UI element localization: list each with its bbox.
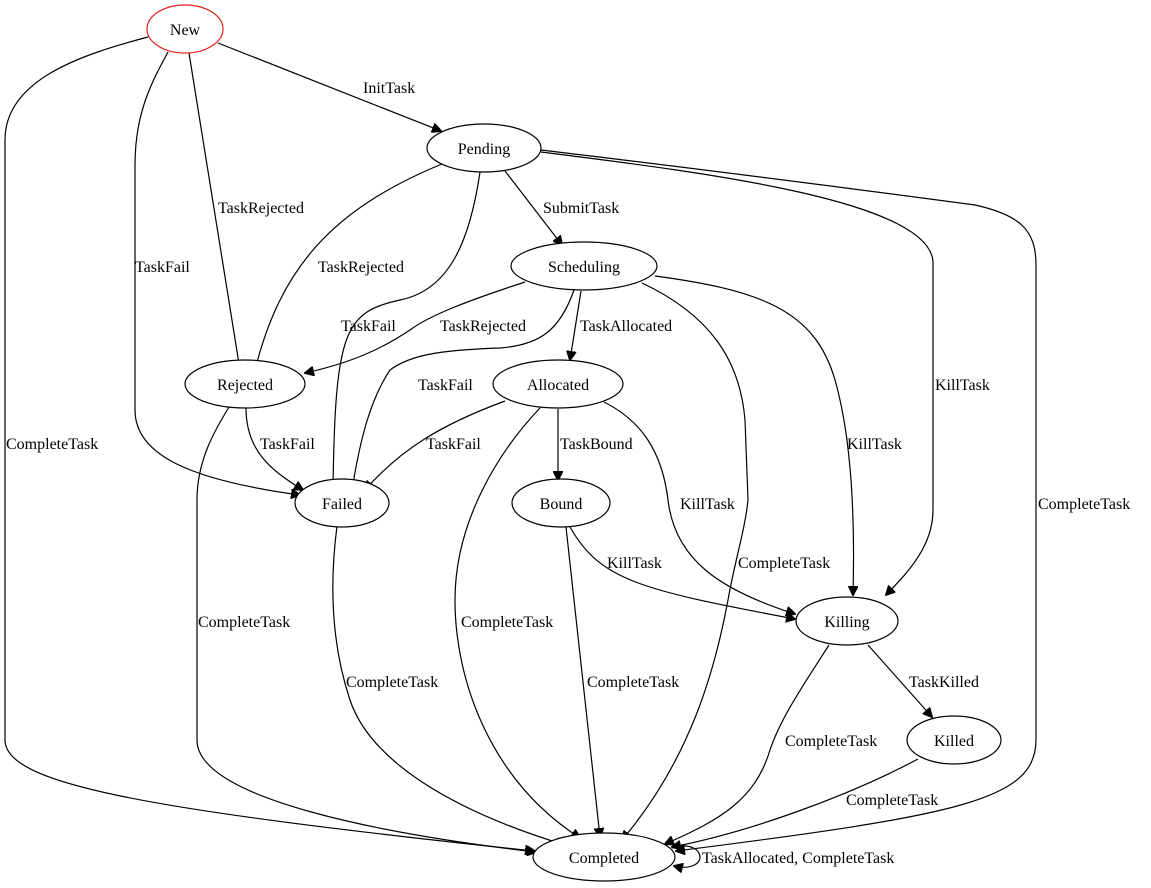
edge-scheduling-killing: KillTask: [654, 275, 902, 595]
node-shape: [146, 4, 224, 54]
edge-label: TaskAllocated, CompleteTask: [702, 850, 894, 867]
edge-label: TaskFail: [341, 318, 396, 335]
edge-label: CompleteTask: [1038, 496, 1130, 513]
edge-label: CompleteTask: [346, 674, 438, 691]
edge-killing-completed: CompleteTask: [665, 644, 877, 844]
node-failed[interactable]: Failed: [294, 478, 390, 528]
edge-pending-completed: CompleteTask: [540, 149, 1130, 851]
node-shape: [906, 715, 1002, 765]
node-killing[interactable]: Killing: [795, 596, 899, 646]
edge-pending-scheduling: SubmitTask: [504, 170, 619, 245]
edge-label: CompleteTask: [738, 555, 830, 572]
node-pending[interactable]: Pending: [426, 123, 542, 173]
edge-scheduling-rejected: TaskRejected: [305, 281, 526, 373]
edge-completed-self: TaskAllocated, CompleteTask: [671, 845, 894, 867]
node-label: Allocated: [527, 377, 589, 394]
edge-label: CompleteTask: [587, 674, 679, 691]
node-bound[interactable]: Bound: [511, 478, 611, 528]
node-shape: [511, 478, 611, 528]
edge-pending-killing: KillTask: [540, 151, 990, 595]
edge-allocated-killing: KillTask: [603, 401, 795, 614]
edge-label: CompleteTask: [6, 436, 98, 453]
edge-label: CompleteTask: [198, 614, 290, 631]
edge-rejected-failed: TaskFail: [245, 407, 315, 490]
edge-label: KillTask: [607, 555, 662, 572]
edge-label: InitTask: [363, 80, 415, 97]
node-label: Pending: [458, 141, 510, 158]
edge-label: TaskFail: [260, 436, 315, 453]
edge-label: CompleteTask: [785, 733, 877, 750]
edge-killing-killed: TaskKilled: [867, 644, 979, 717]
edge-scheduling-allocated: TaskAllocated: [570, 290, 672, 360]
edge-label: TaskRejected: [440, 318, 526, 335]
edge-allocated-failed: TaskFail: [365, 400, 506, 490]
edge-label: CompleteTask: [846, 792, 938, 809]
node-shape: [294, 478, 390, 528]
node-label: Bound: [540, 496, 583, 513]
edge-label: SubmitTask: [543, 200, 619, 217]
node-shape: [795, 596, 899, 646]
node-shape: [426, 123, 542, 173]
node-label: Killing: [824, 614, 869, 631]
node-label: Scheduling: [548, 259, 620, 276]
node-label: Killed: [934, 733, 974, 750]
edge-pending-failed: TaskFail: [333, 171, 481, 490]
edge-new-failed: TaskFail: [134, 51, 300, 495]
edge-scheduling-failed: TaskFail: [352, 289, 575, 490]
edge-label: KillTask: [847, 436, 902, 453]
edge-label: KillTask: [680, 496, 735, 513]
edge-label: KillTask: [935, 377, 990, 394]
edge-killed-completed: CompleteTask: [672, 758, 938, 847]
node-rejected[interactable]: Rejected: [184, 359, 306, 409]
edge-label: TaskKilled: [909, 674, 979, 691]
edge-allocated-completed: CompleteTask: [454, 407, 580, 838]
edge-new-rejected: TaskRejected: [188, 52, 304, 370]
edge-bound-killing: KillTask: [569, 526, 795, 619]
node-scheduling[interactable]: Scheduling: [510, 241, 658, 291]
edge-label: TaskRejected: [218, 200, 304, 217]
node-label: Failed: [322, 496, 362, 513]
edge-bound-completed: CompleteTask: [565, 526, 679, 837]
edge-label: TaskRejected: [318, 259, 404, 276]
node-shape: [184, 359, 306, 409]
edge-scheduling-completed: CompleteTask: [622, 282, 830, 840]
edge-rejected-completed: CompleteTask: [196, 406, 536, 852]
edge-label: TaskFail: [135, 259, 190, 276]
node-shape: [492, 359, 624, 409]
edge-new-pending: InitTask: [217, 42, 441, 131]
edge-label: TaskFail: [418, 377, 473, 394]
node-label: Completed: [569, 850, 639, 867]
node-shape: [532, 832, 676, 882]
node-label: New: [170, 22, 201, 39]
edge-allocated-bound: TaskBound: [558, 409, 633, 480]
edge-label: TaskFail: [426, 436, 481, 453]
edge-new-completed: CompleteTask: [4, 36, 534, 851]
edge-label: TaskBound: [560, 436, 633, 453]
node-shape: [510, 241, 658, 291]
node-killed[interactable]: Killed: [906, 715, 1002, 765]
node-completed[interactable]: Completed: [532, 832, 676, 882]
edge-label: TaskAllocated: [580, 318, 672, 335]
node-label: Rejected: [217, 377, 273, 394]
node-allocated[interactable]: Allocated: [492, 359, 624, 409]
edge-pending-rejected: TaskRejected: [255, 163, 443, 370]
node-new[interactable]: New: [146, 4, 224, 54]
edge-failed-completed: CompleteTask: [332, 525, 565, 845]
edge-label: CompleteTask: [461, 614, 553, 631]
